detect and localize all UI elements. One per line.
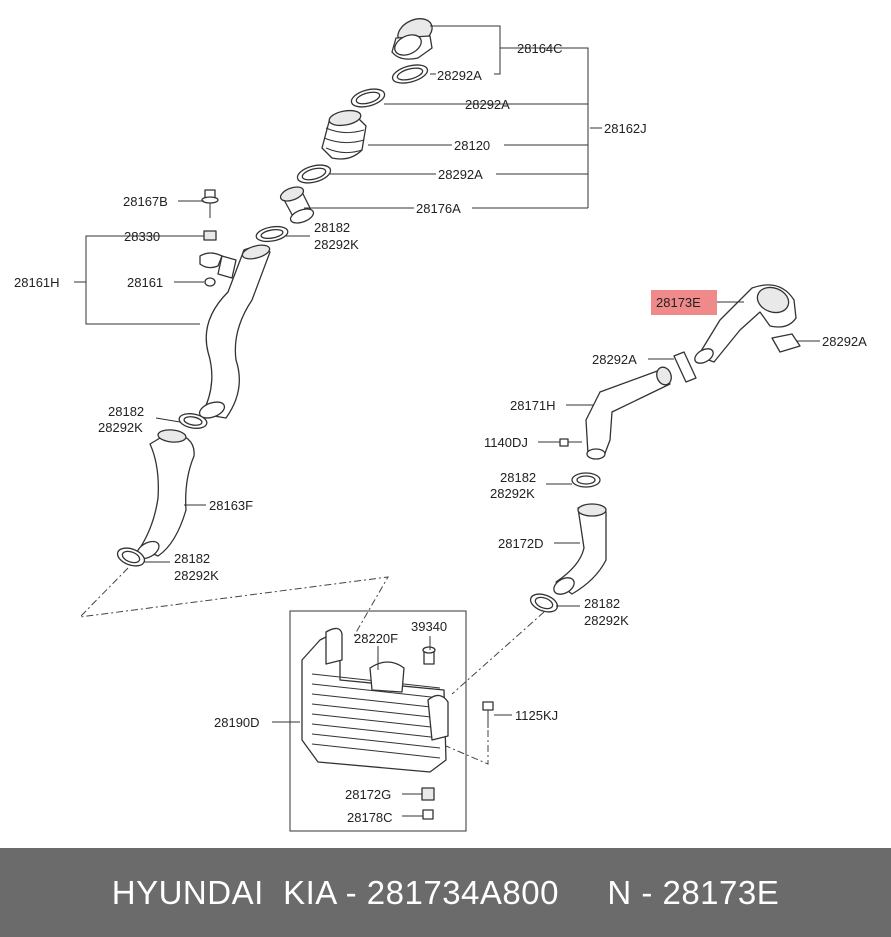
callout-28182-1[interactable]: 28182 <box>314 220 350 235</box>
hose-28163f[interactable] <box>134 429 195 562</box>
callout-28176a[interactable]: 28176A <box>416 201 461 216</box>
intercooler-frame <box>289 610 467 832</box>
pipe-28161h[interactable] <box>197 243 271 421</box>
grommet-28172g[interactable] <box>421 787 435 801</box>
callout-28161[interactable]: 28161 <box>127 275 163 290</box>
bolt-1140dj[interactable] <box>559 438 582 447</box>
callout-28172d[interactable]: 28172D <box>498 536 544 551</box>
clamp-28182-upper[interactable] <box>255 224 289 243</box>
clamp-28182-low[interactable] <box>115 545 147 570</box>
callout-28182-3[interactable]: 28182 <box>108 404 144 419</box>
callout-39340[interactable]: 39340 <box>411 619 447 634</box>
connection-lines <box>78 567 545 765</box>
clamp-28182-right-lower[interactable] <box>528 591 560 616</box>
clamp-28292a-third[interactable] <box>296 162 333 186</box>
callout-28292a-5[interactable]: 28292A <box>592 352 637 367</box>
callout-28220f[interactable]: 28220F <box>354 631 398 646</box>
callout-28292a-1[interactable]: 28292A <box>437 68 482 83</box>
callout-28182-5[interactable]: 28182 <box>584 596 620 611</box>
callout-28292k-3[interactable]: 28292K <box>98 420 143 435</box>
washer-28161[interactable] <box>199 252 223 287</box>
footer-bar: HYUNDAI KIA - 281734A800 N - 28173E <box>0 848 891 937</box>
hose-28172d[interactable] <box>551 503 607 598</box>
callout-28162j[interactable]: 28162J <box>604 121 647 136</box>
callout-1125kj[interactable]: 1125KJ <box>515 708 558 723</box>
callout-28171h[interactable]: 28171H <box>510 398 556 413</box>
leader-lines <box>74 25 820 817</box>
callout-28292k-2[interactable]: 28292K <box>490 486 535 501</box>
bolt-28167b[interactable] <box>201 189 219 218</box>
clamp-28182-right-upper[interactable] <box>571 472 601 488</box>
clamp-28292a-right[interactable] <box>771 333 801 353</box>
clamp-28292a-top[interactable] <box>391 62 430 87</box>
highlight-28173e <box>651 290 717 315</box>
boot-28120[interactable] <box>321 108 367 160</box>
callout-28161h[interactable]: 28161H <box>14 275 60 290</box>
callout-28292k-1[interactable]: 28292K <box>314 237 359 252</box>
callout-28164c[interactable]: 28164C <box>517 41 563 56</box>
callout-28292k-4[interactable]: 28292K <box>174 568 219 583</box>
hose-28164c[interactable] <box>391 14 437 60</box>
bolt-39340[interactable] <box>422 646 436 665</box>
callout-28120[interactable]: 28120 <box>454 138 490 153</box>
hose-28176a[interactable] <box>279 184 316 225</box>
callout-28330[interactable]: 28330 <box>124 229 160 244</box>
callout-28182-2[interactable]: 28182 <box>500 470 536 485</box>
bolt-1125kj[interactable] <box>482 701 494 728</box>
callout-28173e[interactable]: 28173E <box>656 295 701 310</box>
callout-28163f[interactable]: 28163F <box>209 498 253 513</box>
callout-28167b[interactable]: 28167B <box>123 194 168 209</box>
clamp-28292a-second[interactable] <box>350 86 387 110</box>
clamp-28182-mid[interactable] <box>178 412 208 431</box>
pipe-28171h[interactable] <box>585 365 674 460</box>
collar-28178c[interactable] <box>422 809 434 820</box>
clamp-28292a-left[interactable] <box>673 351 697 383</box>
callout-28178c[interactable]: 28178C <box>347 810 393 825</box>
callout-28292a-2[interactable]: 28292A <box>465 97 510 112</box>
callout-28182-4[interactable]: 28182 <box>174 551 210 566</box>
callout-1140dj[interactable]: 1140DJ <box>484 435 528 450</box>
nut-28330[interactable] <box>203 230 217 241</box>
callout-labels: 28164C 28292A 28292A 28120 28162J 28292A… <box>14 41 867 825</box>
parts-diagram: 28164C 28292A 28292A 28120 28162J 28292A… <box>14 14 867 832</box>
callout-28292a-3[interactable]: 28292A <box>438 167 483 182</box>
callout-28292k-5[interactable]: 28292K <box>584 613 629 628</box>
hose-28173e[interactable] <box>692 283 797 366</box>
callout-28292a-4[interactable]: 28292A <box>822 334 867 349</box>
callout-28190d[interactable]: 28190D <box>214 715 260 730</box>
callout-28172g[interactable]: 28172G <box>345 787 391 802</box>
footer-part-number: HYUNDAI KIA - 281734A800 N - 28173E <box>111 874 780 911</box>
